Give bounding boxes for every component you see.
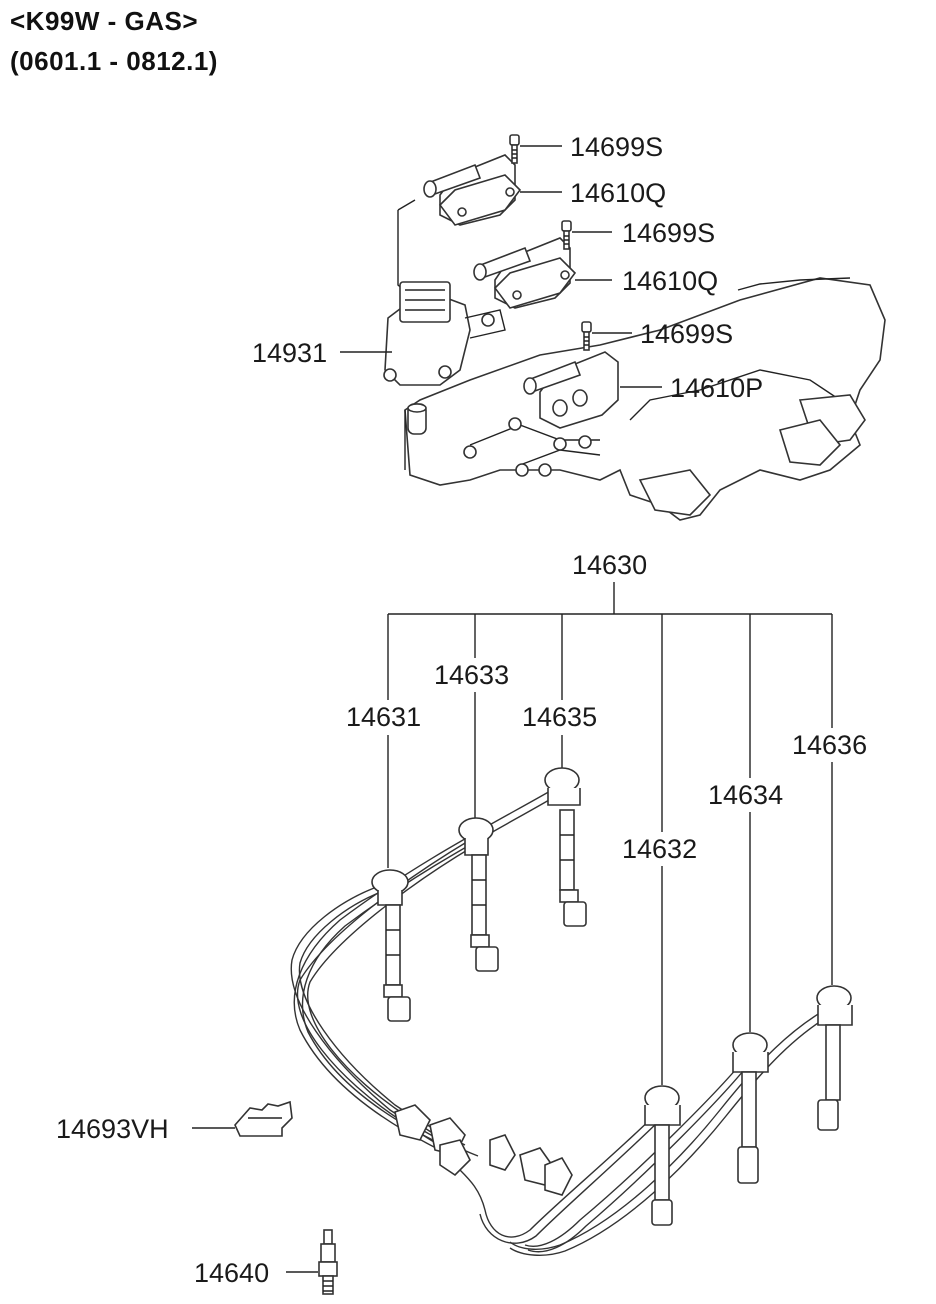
spark-plug <box>286 1229 338 1295</box>
label-bracket: 14931 <box>252 338 327 368</box>
coil-bracket <box>383 281 506 386</box>
label-spark-plug: 14640 <box>194 1258 269 1288</box>
label-cable-clip: 14693VH <box>56 1114 169 1144</box>
cable-1-boot <box>371 869 411 1022</box>
cable-6-boot <box>816 985 853 1131</box>
label-coil-middle: 14610Q <box>622 266 718 296</box>
label-bolt-bottom: 14699S <box>640 319 733 349</box>
label-cable-1: 14631 <box>346 702 421 732</box>
bolt-bottom <box>581 321 592 351</box>
cable-5-boot <box>544 767 587 927</box>
bolt-top <box>509 134 520 164</box>
ignition-coil-bottom <box>523 351 619 429</box>
label-coil-bottom: 14610P <box>670 373 763 403</box>
label-cable-set: 14630 <box>572 550 647 580</box>
label-bolt-top: 14699S <box>570 132 663 162</box>
label-coil-top: 14610Q <box>570 178 666 208</box>
coil-end-connectors <box>394 1104 573 1196</box>
diagram-date-range: (0601.1 - 0812.1) <box>10 46 218 76</box>
cable-4-boot <box>732 1032 769 1184</box>
ignition-coil-middle <box>473 237 577 309</box>
intake-manifold <box>397 199 886 521</box>
diagram-title: <K99W - GAS> <box>10 6 199 36</box>
label-cable-6: 14636 <box>792 730 867 760</box>
label-cable-4: 14634 <box>708 780 783 810</box>
cable-2-boot <box>644 1085 681 1226</box>
label-cable-2: 14632 <box>622 834 697 864</box>
cable-clip <box>192 1100 293 1137</box>
label-cable-3: 14633 <box>434 660 509 690</box>
label-cable-5: 14635 <box>522 702 597 732</box>
bolt-middle <box>561 220 572 250</box>
ignition-coil-top <box>423 154 522 226</box>
cable-3-boot <box>458 817 499 972</box>
cable-set-leader <box>387 582 833 1085</box>
label-bolt-middle: 14699S <box>622 218 715 248</box>
upper-leader-lines <box>340 145 851 388</box>
